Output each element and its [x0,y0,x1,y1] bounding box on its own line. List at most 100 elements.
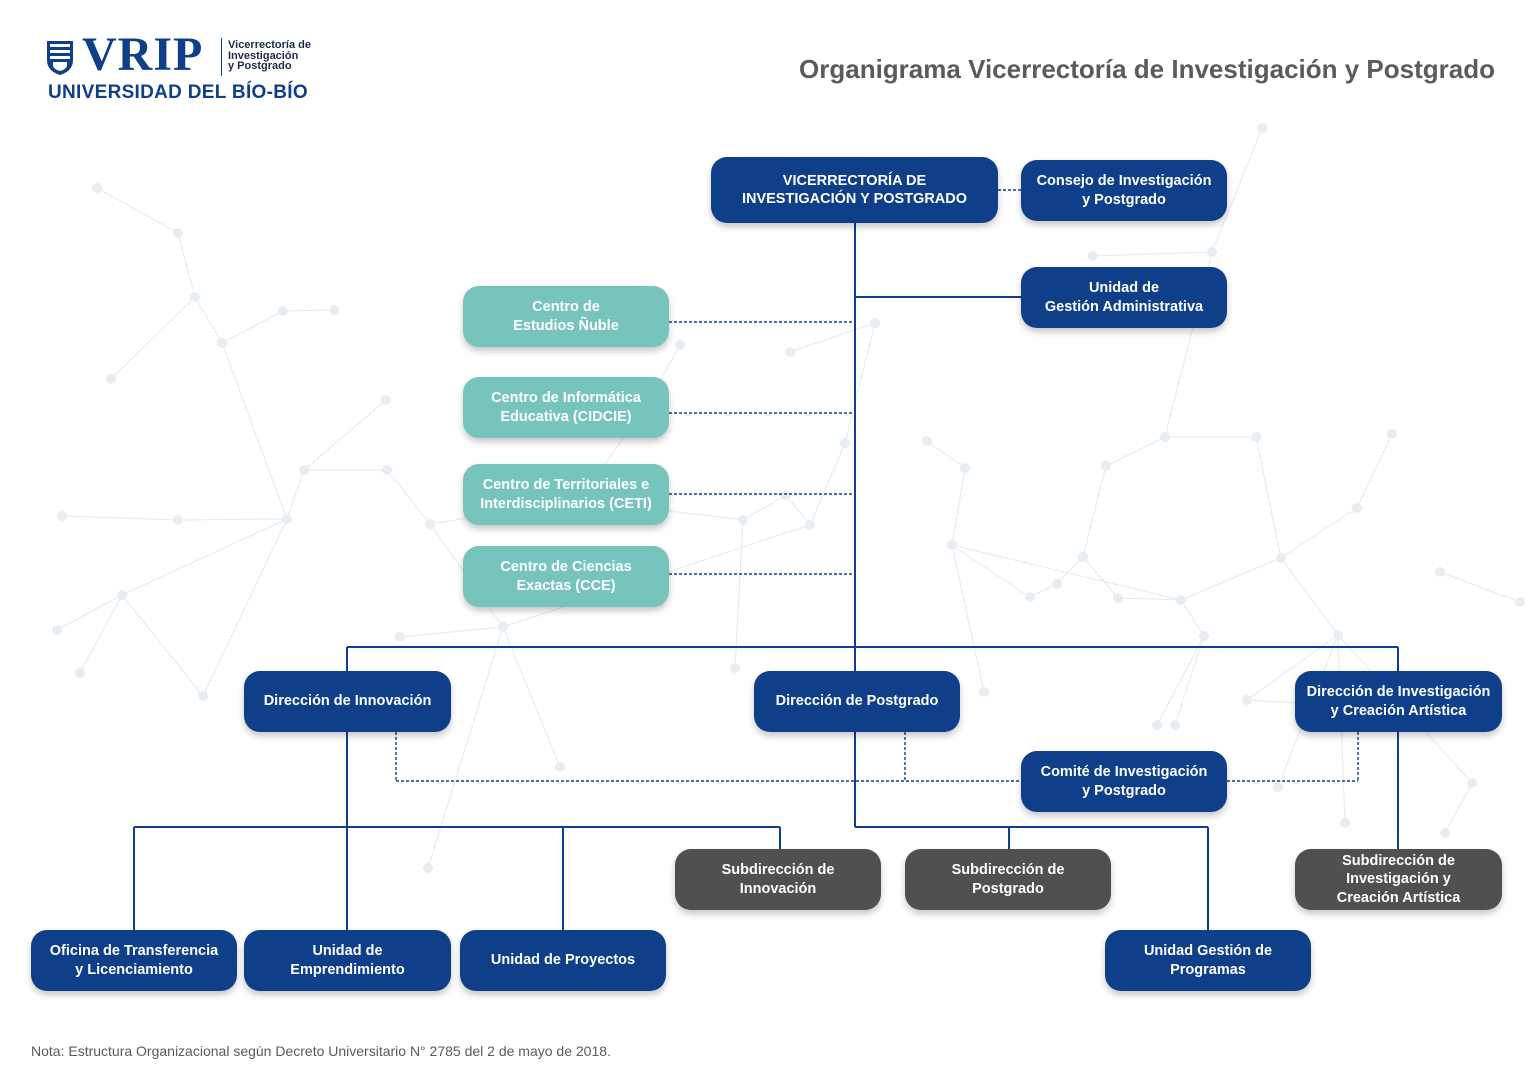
network-link [1280,557,1339,636]
network-link [951,544,1182,601]
network-node [190,292,200,302]
network-link [221,342,288,520]
network-node [960,463,970,473]
university-name: UNIVERSIDAD DEL BÍO-BÍO [48,82,308,103]
network-link [785,494,811,526]
network-link [1180,557,1282,601]
network-node [395,632,405,642]
network-link [926,440,966,469]
node-subdireccion-innovacion-label: Subdirección de Innovación [721,862,835,897]
network-node [198,691,208,701]
network-link [1056,556,1084,585]
network-node [75,668,85,678]
network-link [286,469,305,520]
node-oficina-transferencia-label: Oficina de Transferencia y Licenciamient… [49,943,219,978]
network-node [425,519,435,529]
node-centro-estudios-nuble: Centro de Estudios Ñuble [463,286,669,347]
network-link [789,322,876,353]
network-node [381,395,391,405]
node-comite-label: Comité de Investigación y Postgrado [1040,764,1208,799]
node-subdireccion-postgrado-label: Subdirección de Postgrado [951,862,1065,897]
network-node [382,465,392,475]
node-unidad-gestion-programas-label: Unidad Gestión de Programas [1143,943,1273,978]
network-node [173,228,183,238]
node-consejo: Consejo de Investigación y Postgrado [1021,160,1227,221]
network-node [282,514,292,524]
network-node [299,465,309,475]
network-node [329,305,339,315]
network-node [1515,597,1525,607]
university-shield-icon [47,41,73,75]
network-link [1180,599,1205,637]
network-link [844,322,876,444]
network-node [1276,553,1286,563]
node-ceti: Centro de Territoriales e Interdisciplin… [463,464,669,525]
network-link [221,310,284,344]
network-node [1273,782,1283,792]
network-link [79,594,123,674]
network-node [1199,631,1209,641]
network-node [979,687,989,697]
logo-subtitle-line-3: y Postgrado [228,60,292,72]
network-node [947,540,957,550]
network-link [96,187,179,234]
network-link [1105,436,1166,467]
node-unidad-emprendimiento-label: Unidad de Emprendimiento [290,943,405,978]
node-subdireccion-investigacion: Subdirección de Investigación y Creación… [1295,849,1502,910]
network-node [1467,778,1477,788]
node-direccion-postgrado-label: Dirección de Postgrado [775,693,939,710]
node-direccion-innovacion: Dirección de Innovación [244,671,451,732]
network-node [217,338,227,348]
vrip-logo: VRIP Vicerrectoría de Investigación y Po… [44,30,334,106]
node-subdireccion-innovacion: Subdirección de Innovación [675,849,881,910]
logo-subtitle-line-2: Investigación [228,49,299,62]
network-node [870,318,880,328]
logo-subtitle: Vicerrectoría de Investigación y Postgra… [228,40,311,72]
network-node [1340,818,1350,828]
network-link [1082,556,1119,599]
network-link [61,515,179,521]
node-direccion-investigacion: Dirección de Investigación y Creación Ar… [1295,671,1502,732]
network-link [734,519,744,669]
network-link [194,296,223,344]
network-node [117,590,127,600]
node-ceti-label: Centro de Territoriales e Interdisciplin… [480,477,652,512]
network-node [1440,828,1450,838]
network-node [498,622,508,632]
node-consejo-label: Consejo de Investigación y Postgrado [1036,173,1212,208]
network-link [303,399,387,471]
network-node [1025,592,1035,602]
node-unidad-gestion-administrativa-label: Unidad de Gestión Administrativa [1044,280,1204,315]
network-link [177,232,196,298]
network-link [202,518,288,697]
network-link [742,494,787,521]
logo-subtitle-line-1: Vicerrectoría de [228,39,311,51]
logo-divider [221,38,222,76]
network-link [56,594,123,631]
network-node [1170,720,1180,730]
network-node [106,374,116,384]
network-link [1444,782,1473,834]
node-centro-estudios-nuble-label: Centro de Estudios Ñuble [513,299,619,334]
node-unidad-proyectos: Unidad de Proyectos [460,930,666,991]
node-vicerrectoria-label: VICERRECTORÍA DE INVESTIGACIÓN Y POSTGRA… [741,172,968,208]
node-comite: Comité de Investigación y Postgrado [1021,751,1227,812]
network-node [1387,429,1397,439]
network-link [1255,436,1282,559]
network-link [1156,635,1205,726]
network-node [1435,567,1445,577]
network-node [1052,579,1062,589]
node-unidad-gestion-programas: Unidad Gestión de Programas [1105,930,1311,991]
logo-mark: VRIP [82,28,204,81]
network-node [738,515,748,525]
network-link [110,296,196,380]
network-node [1176,595,1186,605]
network-node [1088,251,1098,261]
node-direccion-postgrado: Dirección de Postgrado [754,671,960,732]
network-node [785,347,795,357]
network-link [1280,507,1358,559]
node-cidcie: Centro de Informática Educativa (CIDCIE) [463,377,669,438]
network-node [1160,432,1170,442]
